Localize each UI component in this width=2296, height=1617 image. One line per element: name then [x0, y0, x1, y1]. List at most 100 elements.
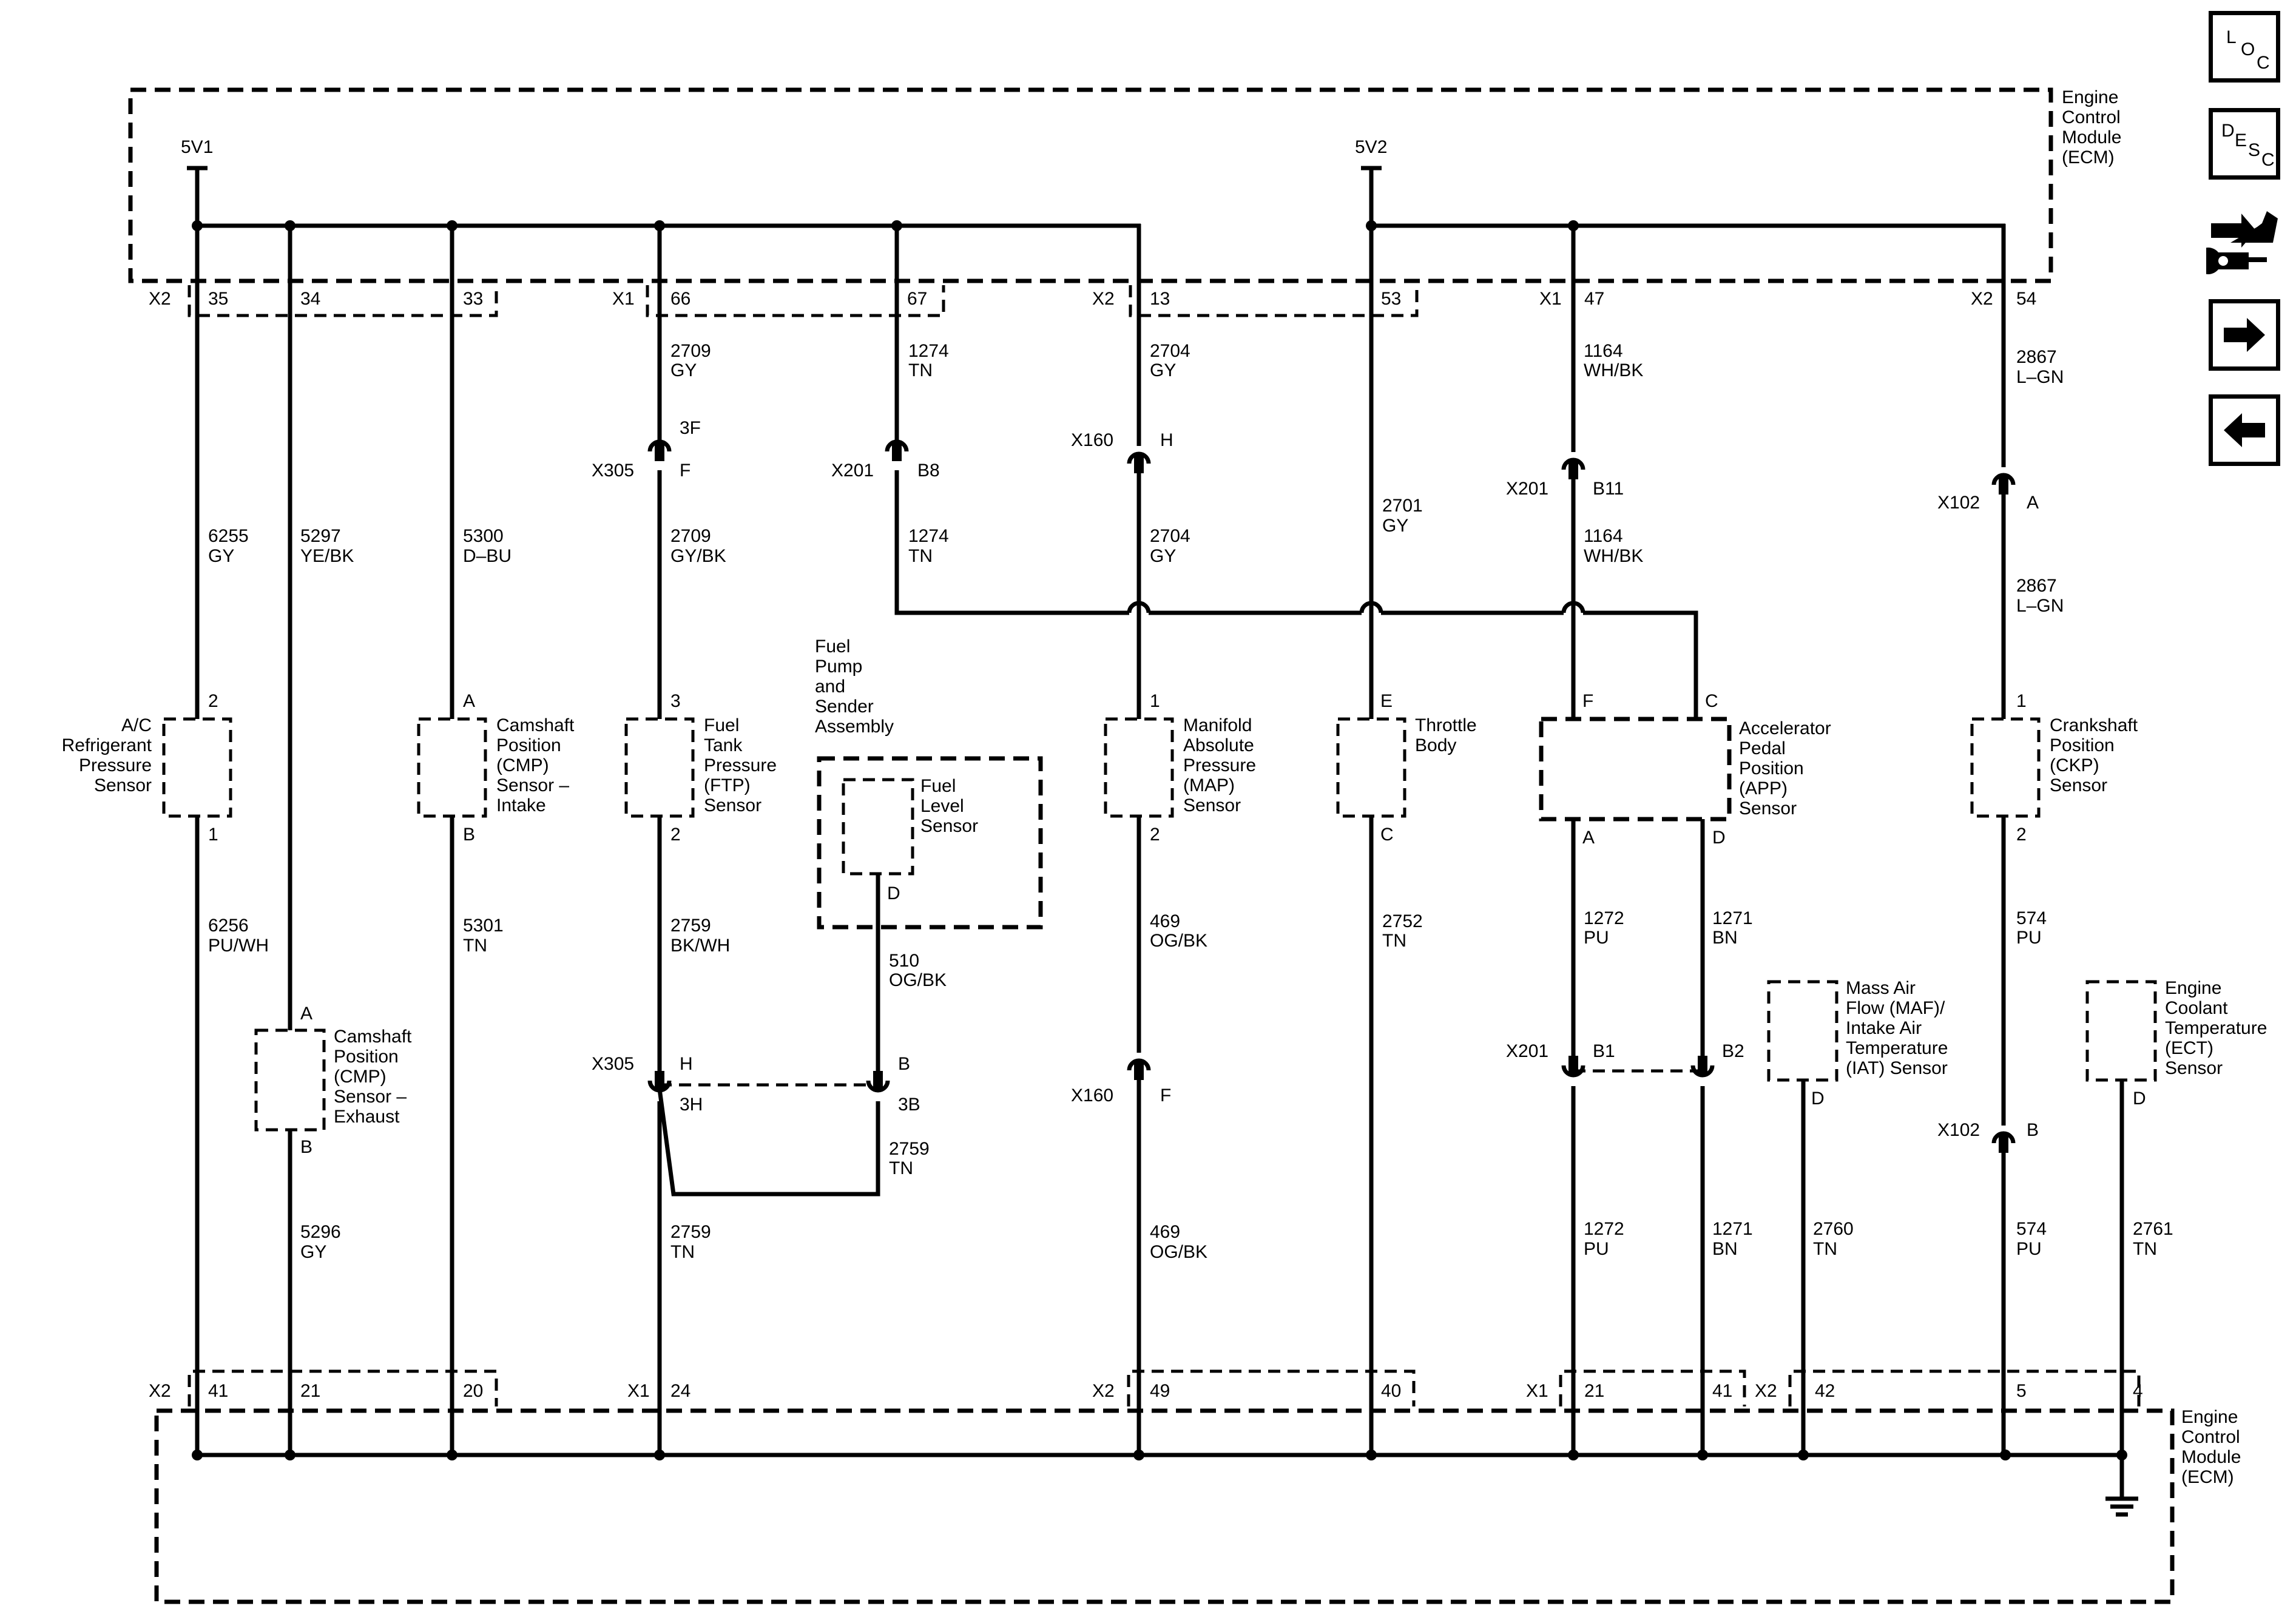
description-button[interactable]: D E S C	[2209, 108, 2280, 180]
svg-text:Module: Module	[2062, 127, 2121, 147]
svg-text:B: B	[300, 1137, 312, 1157]
svg-text:(IAT) Sensor: (IAT) Sensor	[1846, 1058, 1948, 1078]
svg-text:X102: X102	[1937, 493, 1980, 513]
svg-text:(APP): (APP)	[1739, 778, 1788, 798]
svg-text:(ECT): (ECT)	[2165, 1038, 2213, 1058]
svg-text:Coolant: Coolant	[2165, 998, 2228, 1018]
desc-letter-s: S	[2248, 140, 2261, 160]
loc-letter-c: C	[2257, 53, 2270, 73]
svg-text:TN: TN	[1382, 931, 1406, 951]
svg-text:(CMP): (CMP)	[334, 1067, 387, 1087]
svg-text:B8: B8	[917, 461, 940, 481]
svg-text:X1: X1	[612, 289, 635, 309]
connector-end-view-icon[interactable]	[2195, 206, 2285, 279]
svg-text:49: 49	[1150, 1381, 1170, 1401]
svg-text:Tank: Tank	[704, 735, 743, 755]
svg-text:40: 40	[1381, 1381, 1401, 1401]
svg-text:574: 574	[2016, 908, 2047, 928]
svg-text:1274: 1274	[908, 526, 949, 546]
svg-text:2761: 2761	[2133, 1219, 2173, 1239]
svg-text:TN: TN	[908, 360, 933, 380]
svg-text:574: 574	[2016, 1219, 2047, 1239]
svg-text:GY: GY	[670, 360, 697, 380]
svg-text:Temperature: Temperature	[1846, 1038, 1948, 1058]
svg-text:E: E	[1380, 691, 1393, 711]
svg-text:GY: GY	[300, 1242, 326, 1262]
svg-text:1: 1	[1150, 691, 1160, 711]
svg-text:B: B	[898, 1054, 910, 1074]
svg-text:PU: PU	[2016, 928, 2042, 948]
svg-text:H: H	[1160, 430, 1173, 450]
svg-text:Exhaust: Exhaust	[334, 1107, 400, 1127]
svg-text:Pressure: Pressure	[1183, 755, 1256, 775]
svg-text:B: B	[2027, 1120, 2039, 1140]
svg-text:PU: PU	[1584, 928, 1609, 948]
svg-text:Camshaft: Camshaft	[334, 1027, 412, 1047]
svg-text:5300: 5300	[463, 526, 504, 546]
svg-text:Accelerator: Accelerator	[1739, 718, 1831, 738]
svg-text:A/C: A/C	[121, 715, 152, 735]
svg-text:X305: X305	[592, 1054, 634, 1074]
svg-text:GY: GY	[208, 546, 234, 566]
svg-text:1271: 1271	[1712, 1219, 1753, 1239]
svg-text:X2: X2	[1092, 289, 1115, 309]
svg-text:TN: TN	[908, 546, 933, 566]
svg-text:X160: X160	[1071, 430, 1113, 450]
next-page-button[interactable]	[2209, 299, 2280, 371]
svg-text:Throttle: Throttle	[1415, 715, 1477, 735]
svg-text:Fuel: Fuel	[920, 776, 956, 796]
svg-text:TN: TN	[670, 1242, 695, 1262]
ecm-bottom-box	[154, 1408, 2175, 1604]
svg-text:Pressure: Pressure	[79, 755, 152, 775]
svg-text:Intake Air: Intake Air	[1846, 1018, 1922, 1038]
svg-text:BN: BN	[1712, 928, 1738, 948]
svg-text:Pressure: Pressure	[704, 755, 777, 775]
svg-text:Flow (MAF)/: Flow (MAF)/	[1846, 998, 1945, 1018]
svg-text:4: 4	[2133, 1381, 2143, 1401]
svg-text:(ECM): (ECM)	[2181, 1467, 2234, 1487]
svg-text:L–GN: L–GN	[2016, 367, 2064, 387]
svg-text:33: 33	[463, 289, 483, 309]
svg-text:Module: Module	[2181, 1447, 2241, 1467]
previous-page-button[interactable]	[2209, 394, 2280, 466]
power-5v1-label: 5V1	[181, 137, 213, 157]
svg-text:Sensor: Sensor	[704, 795, 761, 815]
svg-text:Camshaft: Camshaft	[496, 715, 575, 735]
location-button[interactable]: L O C	[2209, 11, 2280, 83]
svg-text:F: F	[1582, 691, 1593, 711]
svg-text:21: 21	[300, 1381, 320, 1401]
svg-text:2709: 2709	[670, 341, 711, 361]
svg-text:Fuel: Fuel	[704, 715, 739, 735]
svg-text:Pump: Pump	[815, 657, 862, 677]
svg-text:C: C	[1380, 825, 1394, 845]
svg-text:X201: X201	[831, 461, 874, 481]
svg-text:Sensor –: Sensor –	[496, 775, 569, 795]
svg-text:2759: 2759	[670, 1222, 711, 1242]
svg-text:F: F	[1160, 1085, 1171, 1106]
svg-text:6255: 6255	[208, 526, 249, 546]
svg-text:1: 1	[2016, 691, 2027, 711]
svg-text:Absolute: Absolute	[1183, 735, 1254, 755]
svg-text:5296: 5296	[300, 1222, 341, 1242]
svg-text:Sensor: Sensor	[920, 816, 978, 836]
svg-text:2: 2	[1150, 825, 1160, 845]
svg-text:OG/BK: OG/BK	[889, 970, 947, 990]
desc-letter-d: D	[2221, 121, 2235, 141]
svg-text:1272: 1272	[1584, 1219, 1624, 1239]
svg-text:3H: 3H	[680, 1095, 703, 1115]
svg-text:Engine: Engine	[2165, 978, 2221, 998]
svg-text:OG/BK: OG/BK	[1150, 1242, 1207, 1262]
inline-cavities	[650, 442, 2013, 1153]
svg-text:OG/BK: OG/BK	[1150, 931, 1207, 951]
svg-text:35: 35	[208, 289, 228, 309]
svg-text:469: 469	[1150, 911, 1180, 931]
